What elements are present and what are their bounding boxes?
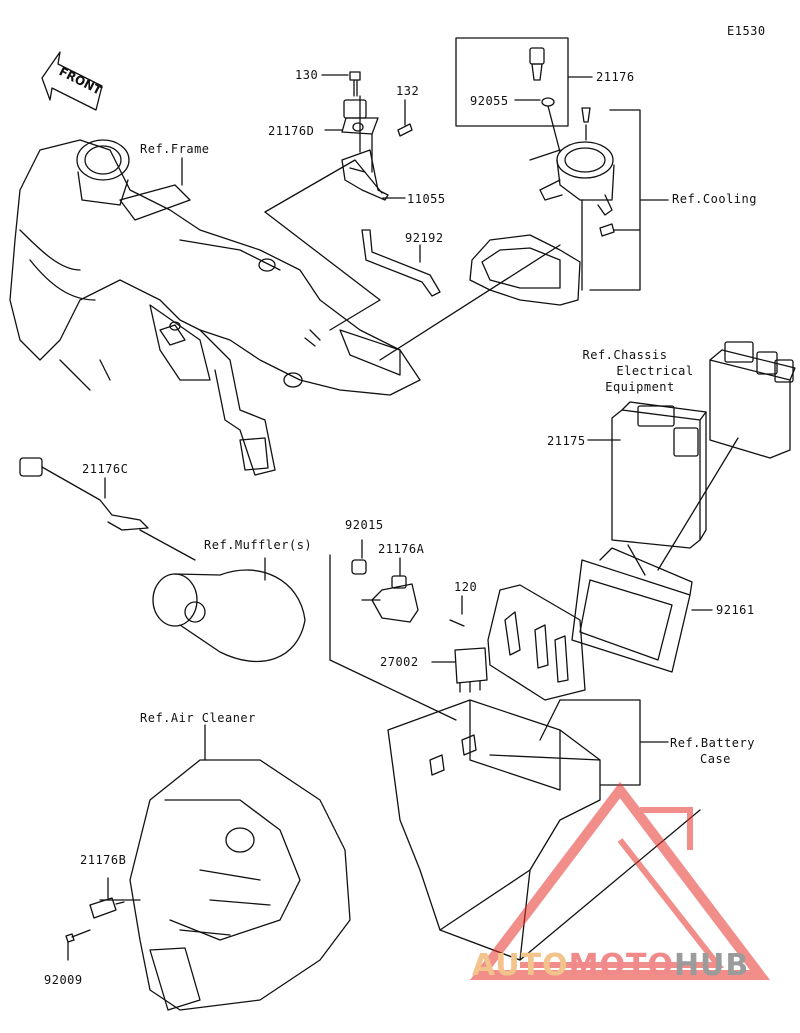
frame-illustration [9,139,421,476]
ref-label-battery-2: Case [700,752,731,766]
part-label-120: 120 [454,580,478,594]
hose-92192-drawing [361,229,441,297]
ref-label-chassis-1: Ref.Chassis [582,348,668,362]
chassis-module-drawing [709,341,796,459]
ref-label-cooling: Ref.Cooling [672,192,757,206]
part-label-92161: 92161 [716,603,755,617]
front-arrow-icon: FRONT [41,51,105,111]
watermark-part-3: HUB [673,948,750,983]
sensor-21176a-drawing [371,575,419,623]
part-label-132: 132 [396,84,420,98]
ref-label-chassis-2: Electrical [616,364,694,378]
relay-27002-drawing [454,647,488,693]
bolt-130-drawing [349,71,361,97]
ecu-21175-drawing [611,401,707,549]
sensor-21176c-drawing [19,457,149,531]
watermark-logo-icon [469,781,771,980]
ref-label-chassis-3: Equipment [605,380,675,394]
part-label-92055: 92055 [470,94,509,108]
part-label-21176: 21176 [596,70,635,84]
ref-label-battery-1: Ref.Battery [670,736,755,750]
part-label-21176d: 21176D [268,124,315,138]
bolt-132-drawing [397,123,413,137]
holder-92161-drawing [571,547,693,673]
cooling-bracket-drawing [469,234,581,306]
part-label-92015: 92015 [345,518,384,532]
part-label-21176b: 21176B [80,853,127,867]
watermark-part-2: MOTO [568,948,674,983]
air-cleaner-drawing [99,759,351,1011]
battery-tray-drawing [487,584,586,701]
battery-case-drawing [387,699,701,961]
cooling-pipe-drawing [529,107,615,237]
watermark-part-1: AUTO [472,948,569,983]
ref-label-muffler: Ref.Muffler(s) [204,538,313,552]
part-label-11055: 11055 [407,192,446,206]
part-label-92009: 92009 [44,973,83,987]
watermark-text: AUTOMOTOHUB [472,948,749,983]
screw-92009-drawing [65,929,91,943]
muffler-drawing [152,569,306,663]
collar-92015-drawing [351,559,367,575]
part-label-27002: 27002 [380,655,419,669]
part-label-21176c: 21176C [82,462,129,476]
sensor-21176b-drawing [89,897,125,919]
part-label-92192: 92192 [405,231,444,245]
part-label-21176a: 21176A [378,542,425,556]
part-label-21175: 21175 [547,434,586,448]
part-label-130: 130 [295,68,319,82]
diagram-code: E1530 [727,24,766,38]
ref-label-frame: Ref.Frame [140,142,210,156]
callout-box-21176 [455,37,569,127]
sensor-21176-drawing [529,47,555,107]
ref-label-air-cleaner: Ref.Air Cleaner [140,711,256,725]
